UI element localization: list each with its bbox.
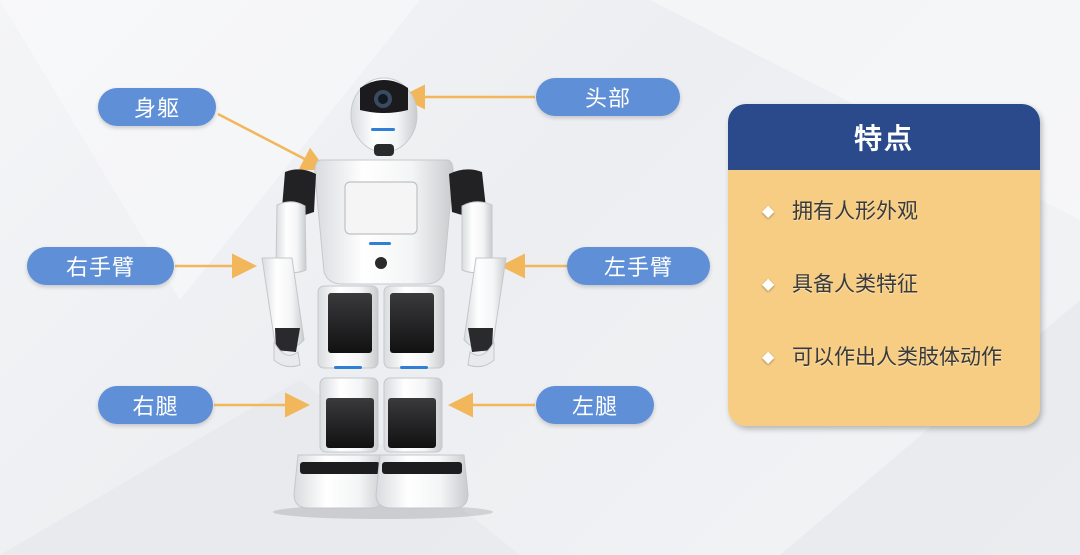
- features-title: 特点: [728, 104, 1040, 170]
- robot-torso: [314, 159, 454, 285]
- label-right-arm: 右手臂: [27, 247, 174, 285]
- features-card: 特点 ◆ 拥有人形外观 ◆ 具备人类特征 ◆ 可以作出人类肢体动作: [728, 104, 1040, 426]
- diamond-bullet-icon: ◆: [762, 273, 775, 293]
- label-torso: 身躯: [98, 88, 216, 126]
- feature-text: 可以作出人类肢体动作: [792, 345, 1002, 369]
- robot-left-arm: [449, 169, 507, 368]
- diamond-bullet-icon: ◆: [762, 200, 775, 220]
- robot-illustration: [261, 77, 507, 519]
- robot-head: [350, 77, 418, 156]
- diamond-bullet-icon: ◆: [762, 346, 775, 366]
- label-head: 头部: [536, 78, 680, 116]
- feature-item: ◆ 具备人类特征: [762, 269, 1040, 297]
- robot-left-leg: [375, 285, 469, 509]
- robot-right-leg: [293, 285, 387, 509]
- label-left-leg: 左腿: [536, 386, 654, 424]
- feature-text: 拥有人形外观: [792, 199, 918, 223]
- feature-item: ◆ 拥有人形外观: [762, 196, 1040, 224]
- arrow-torso: [217, 112, 327, 171]
- label-right-leg: 右腿: [98, 386, 213, 424]
- features-list: ◆ 拥有人形外观 ◆ 具备人类特征 ◆ 可以作出人类肢体动作: [728, 170, 1040, 426]
- feature-item: ◆ 可以作出人类肢体动作: [762, 342, 1040, 370]
- robot-right-arm: [261, 169, 316, 368]
- feature-text: 具备人类特征: [792, 272, 918, 296]
- label-left-arm: 左手臂: [567, 247, 710, 285]
